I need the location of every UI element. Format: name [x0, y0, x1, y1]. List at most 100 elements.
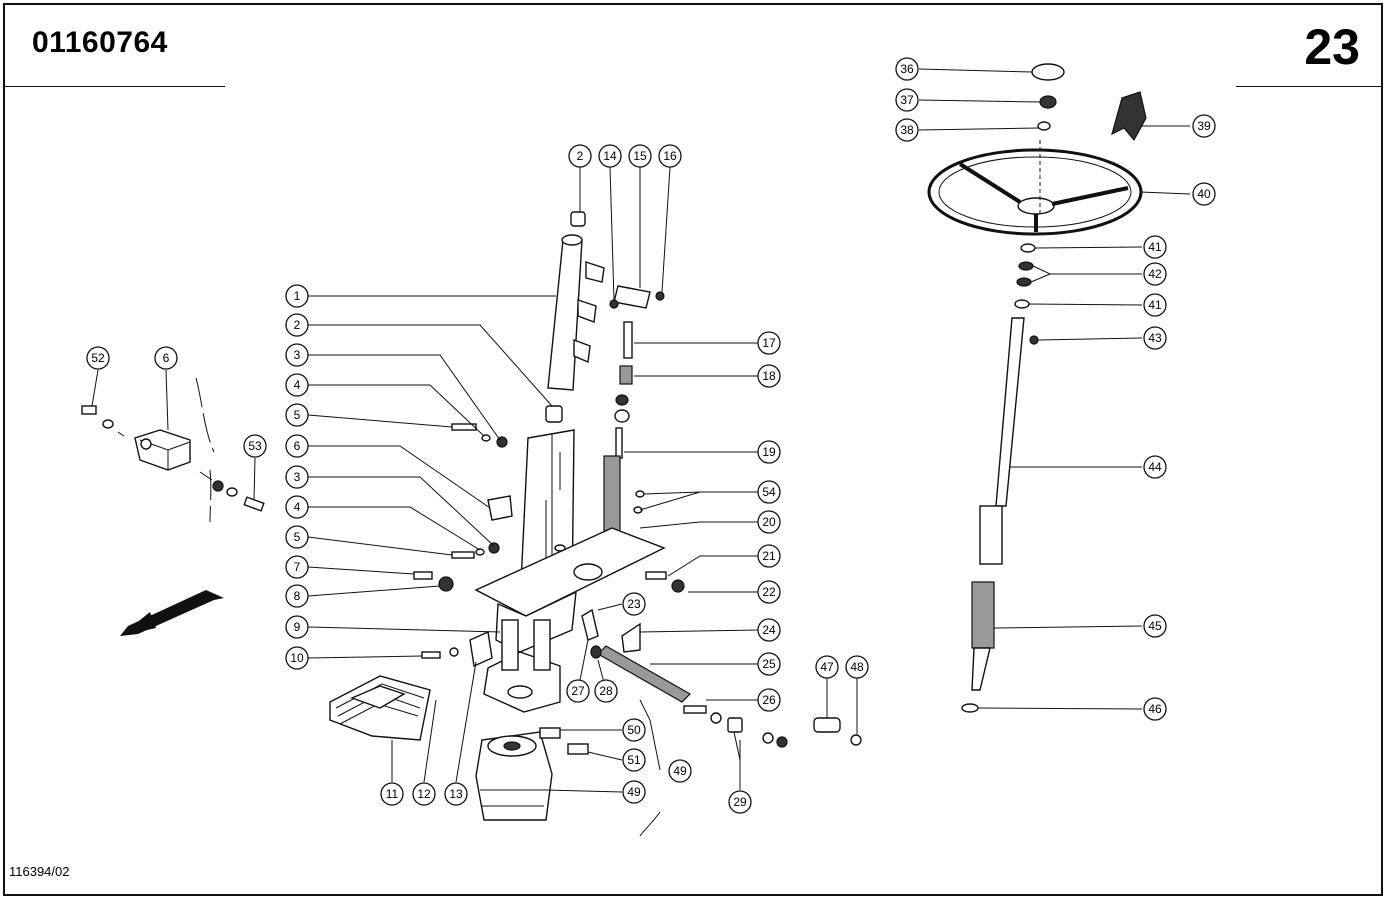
svg-text:50: 50 — [627, 723, 641, 737]
svg-text:6: 6 — [163, 351, 170, 365]
svg-text:9: 9 — [294, 620, 301, 634]
svg-text:2: 2 — [577, 149, 584, 163]
callout-19: 19 — [757, 440, 781, 464]
svg-text:47: 47 — [820, 660, 834, 674]
svg-text:48: 48 — [850, 660, 864, 674]
nut-16 — [655, 291, 665, 301]
pin-47 — [813, 717, 841, 733]
svg-text:5: 5 — [294, 408, 301, 422]
leader-lines — [91, 68, 1191, 793]
callout-44: 44 — [1143, 455, 1167, 479]
callout-23: 23 — [622, 592, 646, 616]
pin-43 — [1029, 335, 1039, 345]
svg-text:8: 8 — [294, 589, 301, 603]
callout-2-top: 2 — [568, 144, 592, 168]
callout-18: 18 — [757, 364, 781, 388]
svg-text:37: 37 — [900, 93, 914, 107]
svg-text:49: 49 — [627, 785, 641, 799]
svg-text:51: 51 — [627, 753, 641, 767]
svg-text:1: 1 — [294, 289, 301, 303]
callout-37: 37 — [895, 88, 919, 112]
svg-text:24: 24 — [762, 623, 776, 637]
svg-text:45: 45 — [1148, 619, 1162, 633]
svg-text:39: 39 — [1197, 119, 1211, 133]
bolt-21 — [645, 571, 667, 580]
callout-5b: 5 — [285, 525, 309, 549]
nut-14 — [609, 299, 619, 309]
washer-4b — [475, 548, 485, 556]
nut-53 — [212, 480, 224, 492]
bracket-6 — [134, 429, 191, 471]
svg-text:36: 36 — [900, 62, 914, 76]
svg-text:54: 54 — [762, 485, 776, 499]
washer-48 — [850, 734, 862, 746]
svg-text:53: 53 — [248, 439, 262, 453]
washer-4a — [481, 434, 491, 442]
nut-3b — [488, 542, 500, 554]
callout-26: 26 — [757, 688, 781, 712]
svg-text:12: 12 — [417, 787, 431, 801]
steering-wheel-assembly — [927, 63, 1147, 713]
svg-text:4: 4 — [294, 500, 301, 514]
callout-42: 42 — [1143, 262, 1167, 286]
svg-text:11: 11 — [386, 787, 399, 801]
callout-40: 40 — [1192, 182, 1216, 206]
svg-text:4: 4 — [294, 378, 301, 392]
knob-39 — [1111, 91, 1147, 142]
callout-54: 54 — [757, 480, 781, 504]
svg-text:6: 6 — [294, 439, 301, 453]
nut-22 — [671, 579, 685, 593]
svg-text:41: 41 — [1148, 298, 1162, 312]
callout-47: 47 — [815, 655, 839, 679]
base-plate-20 — [474, 527, 666, 617]
callout-3a: 3 — [285, 343, 309, 367]
bolt-10 — [421, 651, 441, 659]
bracket-hole — [140, 438, 152, 450]
steering-column-assembly — [329, 211, 862, 837]
bolt-52 — [81, 405, 97, 415]
svg-text:15: 15 — [633, 149, 647, 163]
cap-36 — [1031, 63, 1065, 81]
callout-13: 13 — [444, 782, 468, 806]
svg-text:14: 14 — [603, 149, 617, 163]
drawing-reference: 116394/02 — [9, 864, 70, 879]
rod-25 — [597, 645, 691, 703]
splined-shaft-45 — [971, 581, 995, 649]
svg-text:49: 49 — [673, 764, 687, 778]
svg-text:26: 26 — [762, 693, 776, 707]
callout-45: 45 — [1143, 614, 1167, 638]
callout-6a: 6 — [285, 434, 309, 458]
bolt-26 — [683, 705, 707, 714]
svg-text:3: 3 — [294, 470, 301, 484]
callout-9: 9 — [285, 615, 309, 639]
svg-text:28: 28 — [599, 684, 613, 698]
callout-14: 14 — [598, 144, 622, 168]
spring-18 — [619, 365, 633, 385]
svg-text:52: 52 — [91, 351, 105, 365]
callout-43: 43 — [1143, 326, 1167, 350]
svg-text:16: 16 — [663, 149, 677, 163]
svg-text:29: 29 — [733, 795, 747, 809]
bushing-2-top — [570, 211, 586, 227]
callout-10: 10 — [285, 646, 309, 670]
svg-text:18: 18 — [762, 369, 776, 383]
callout-4b: 4 — [285, 495, 309, 519]
bracket-15 — [613, 285, 651, 309]
svg-text:38: 38 — [900, 123, 914, 137]
pin-23 — [581, 608, 599, 641]
ring-41a — [1020, 243, 1036, 253]
callout-52: 52 — [86, 346, 110, 370]
left-bracket-assembly — [81, 377, 265, 636]
svg-text:20: 20 — [762, 515, 776, 529]
callout-8: 8 — [285, 584, 309, 608]
page-number: 23 — [1304, 19, 1360, 75]
steering-unit-49 — [475, 727, 589, 821]
callout-16: 16 — [658, 144, 682, 168]
shaft-44 — [995, 317, 1025, 507]
svg-text:46: 46 — [1148, 702, 1162, 716]
callout-50: 50 — [622, 718, 646, 742]
column-tube-1 — [547, 239, 583, 391]
callout-49a: 49 — [668, 759, 692, 783]
header-rule-left — [5, 86, 225, 87]
callout-11: 11 — [380, 782, 404, 806]
